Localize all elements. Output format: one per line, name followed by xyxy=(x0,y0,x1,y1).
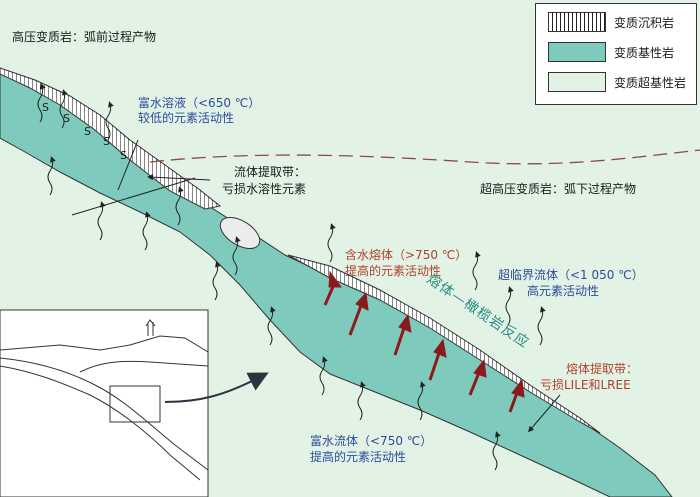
s-mark: S xyxy=(63,112,70,125)
s-mark: S xyxy=(84,125,91,138)
supercritical-label: 超临界流体（<1 050 ℃） xyxy=(498,268,644,282)
wavy-arrow xyxy=(212,261,221,301)
wavy-arrow xyxy=(37,83,46,123)
melt-arrow xyxy=(468,358,487,396)
melt-label-2: 提高的元素活动性 xyxy=(345,264,442,278)
wavy-arrow xyxy=(417,381,426,421)
melt-arrows xyxy=(323,270,525,413)
melt-arrow xyxy=(508,378,525,413)
wavy-arrow xyxy=(59,89,68,129)
inset-map xyxy=(0,309,209,497)
wavy-arrow xyxy=(97,201,106,241)
melt-arrow xyxy=(393,313,412,356)
legend-label: 变质沉积岩 xyxy=(614,15,675,30)
fluid-low-label-2: 较低的元素活动性 xyxy=(138,111,235,125)
uhp-title: 超高压变质岩：弧下过程产物 xyxy=(480,182,637,196)
fluid-extract-label-2: 亏损水溶性元素 xyxy=(222,182,307,196)
hp-title: 高压变质岩：弧前过程产物 xyxy=(12,30,157,44)
melt-extract-label-2: 亏损LILE和LREE xyxy=(540,378,631,392)
wavy-arrow xyxy=(175,186,184,226)
melt-arrow xyxy=(428,338,447,381)
sediment-wedge-lower xyxy=(287,254,601,434)
hp-uhp-boundary xyxy=(149,149,700,165)
wavy-arrow xyxy=(267,306,276,346)
melt-arrow xyxy=(348,291,369,336)
fluid-low-label: 富水溶液（<650 ℃） xyxy=(138,96,261,110)
fluid-rich-label: 富水流体（<750 ℃） xyxy=(310,434,433,448)
fluid-extract-label: 流体提取带： xyxy=(234,165,307,179)
legend-item-sediment: 变质沉积岩 xyxy=(548,12,674,32)
inset-focus-box xyxy=(109,385,161,423)
legend-item-ultrabasic: 变质超基性岩 xyxy=(548,72,686,92)
light-green-swatch xyxy=(548,72,606,92)
wavy-arrow xyxy=(472,251,481,291)
wavy-arrow xyxy=(232,236,241,276)
wavy-arrow xyxy=(47,156,56,196)
supercritical-label-2: 高元素活动性 xyxy=(527,284,600,298)
s-mark: S xyxy=(120,149,127,162)
hatched-swatch xyxy=(548,12,606,32)
wavy-arrow xyxy=(357,381,366,421)
legend-item-basic: 变质基性岩 xyxy=(548,42,674,62)
s-mark: S xyxy=(103,135,110,148)
wavy-arrow xyxy=(327,223,336,263)
melt-arrow xyxy=(323,270,342,306)
wavy-arrow xyxy=(492,431,501,471)
s-mark: S xyxy=(42,101,49,114)
wavy-arrows xyxy=(37,83,546,471)
fluid-extraction-lens xyxy=(219,217,261,249)
fault-line xyxy=(117,139,139,191)
leader-melt-extract xyxy=(528,394,561,433)
leader-fluid-extract xyxy=(147,174,211,181)
fault-line xyxy=(71,177,196,216)
fluid-rich-label-2: 提高的元素活动性 xyxy=(310,450,407,464)
wavy-arrow xyxy=(505,286,514,326)
inset-pointer-arrow xyxy=(164,372,269,403)
legend: 变质沉积岩 变质基性岩 变质超基性岩 xyxy=(535,3,697,105)
wavy-arrow xyxy=(105,101,114,141)
wavy-arrow xyxy=(537,306,546,346)
sediment-wedge-upper xyxy=(0,67,222,210)
teal-swatch xyxy=(548,42,606,62)
wavy-arrow xyxy=(319,356,328,396)
legend-label: 变质基性岩 xyxy=(614,45,675,60)
melt-label: 含水熔体（>750 ℃） xyxy=(345,248,468,262)
volcano-icon xyxy=(145,319,156,336)
wavy-arrow xyxy=(142,211,151,251)
melt-extract-label: 熔体提取带： xyxy=(566,362,639,376)
legend-label: 变质超基性岩 xyxy=(614,75,687,90)
